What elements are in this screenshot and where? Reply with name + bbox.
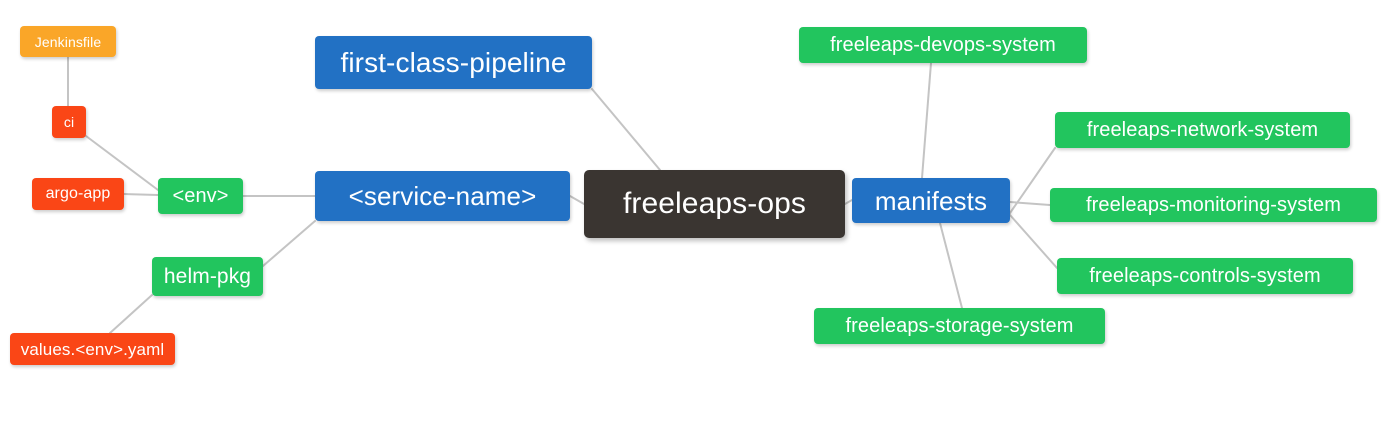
node-label: ci [63, 114, 75, 130]
mindmap-node-ci[interactable]: ci [52, 106, 86, 138]
edge-manifests-to-freeleaps-network-system [1009, 147, 1056, 214]
mindmap-node-first-class-pipeline[interactable]: first-class-pipeline [315, 36, 592, 89]
mindmap-node-values-env-yaml[interactable]: values.<env>.yaml [10, 333, 175, 365]
mindmap-node-freeleaps-monitoring-system[interactable]: freeleaps-monitoring-system [1050, 188, 1377, 222]
node-label: values.<env>.yaml [20, 339, 165, 359]
node-label: helm-pkg [163, 265, 252, 288]
mindmap-node-freeleaps-storage-system[interactable]: freeleaps-storage-system [814, 308, 1105, 344]
mindmap-node-service-name[interactable]: <service-name> [315, 171, 570, 221]
edge-manifests-to-freeleaps-storage-system [939, 222, 963, 309]
edge-freeleaps-ops-to-service-name [569, 195, 585, 205]
node-label: freeleaps-monitoring-system [1085, 194, 1341, 216]
node-label: first-class-pipeline [340, 46, 567, 78]
node-label: freeleaps-devops-system [830, 34, 1056, 56]
edge-manifests-to-freeleaps-controls-system [1009, 214, 1058, 269]
edge-service-name-to-helm-pkg [262, 220, 316, 267]
mindmap-node-helm-pkg[interactable]: helm-pkg [152, 257, 263, 296]
mindmap-node-freeleaps-network-system[interactable]: freeleaps-network-system [1055, 112, 1350, 148]
edge-helm-pkg-to-values-env-yaml [109, 294, 153, 334]
edge-manifests-to-freeleaps-monitoring-system [1009, 201, 1051, 206]
mindmap-node-argo-app[interactable]: argo-app [32, 178, 124, 210]
node-label: manifests [874, 185, 988, 216]
edge-freeleaps-ops-to-first-class-pipeline [591, 88, 661, 171]
mindmap-node-jenkinsfile[interactable]: Jenkinsfile [20, 26, 116, 57]
node-label: <service-name> [348, 181, 537, 211]
mindmap-node-manifests[interactable]: manifests [852, 178, 1010, 223]
mindmap-node-freeleaps-devops-system[interactable]: freeleaps-devops-system [799, 27, 1087, 63]
node-label: Jenkinsfile [34, 33, 102, 50]
mindmap-node-freeleaps-ops[interactable]: freeleaps-ops [584, 170, 845, 238]
node-label: argo-app [45, 185, 111, 202]
node-label: freeleaps-network-system [1086, 119, 1319, 141]
edge-manifests-to-freeleaps-devops-system [921, 62, 932, 179]
edge-env-to-argo-app [123, 193, 159, 196]
node-label: freeleaps-storage-system [845, 315, 1074, 337]
node-label: <env> [172, 185, 229, 207]
node-label: freeleaps-ops [622, 187, 807, 220]
node-label: freeleaps-controls-system [1089, 265, 1321, 287]
mindmap-node-env[interactable]: <env> [158, 178, 243, 214]
edge-freeleaps-ops-to-manifests [844, 199, 853, 205]
mindmap-node-freeleaps-controls-system[interactable]: freeleaps-controls-system [1057, 258, 1353, 294]
